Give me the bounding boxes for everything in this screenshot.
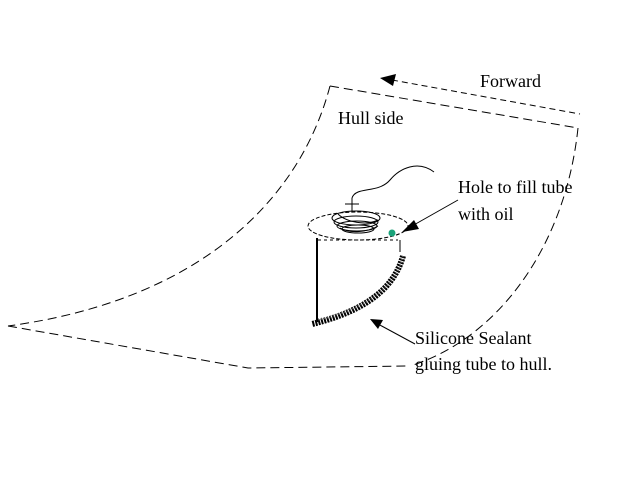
oil-fill-hole xyxy=(388,229,396,237)
hull-aft-curve xyxy=(409,127,579,367)
hole-label-line2: with oil xyxy=(458,204,514,224)
hole-leader-arrow xyxy=(402,199,459,232)
silicone-sealant xyxy=(311,255,406,327)
sealant-leader-arrow xyxy=(370,319,416,345)
tube-assembly xyxy=(307,165,435,322)
hull-panel xyxy=(7,85,579,369)
sealant-label-line1: Silicone Sealant xyxy=(415,328,531,348)
hull-bottom-edge xyxy=(7,325,411,369)
hole-label-line1: Hole to fill tube xyxy=(458,177,572,197)
sealant-label-line2: gluing tube to hull. xyxy=(415,354,552,374)
forward-arrow xyxy=(380,74,581,115)
wire xyxy=(351,165,435,199)
hull-side-label: Hull side xyxy=(338,108,404,128)
forward-arrowhead xyxy=(380,74,396,86)
forward-label: Forward xyxy=(480,71,541,91)
hull-forward-curve xyxy=(7,85,331,327)
